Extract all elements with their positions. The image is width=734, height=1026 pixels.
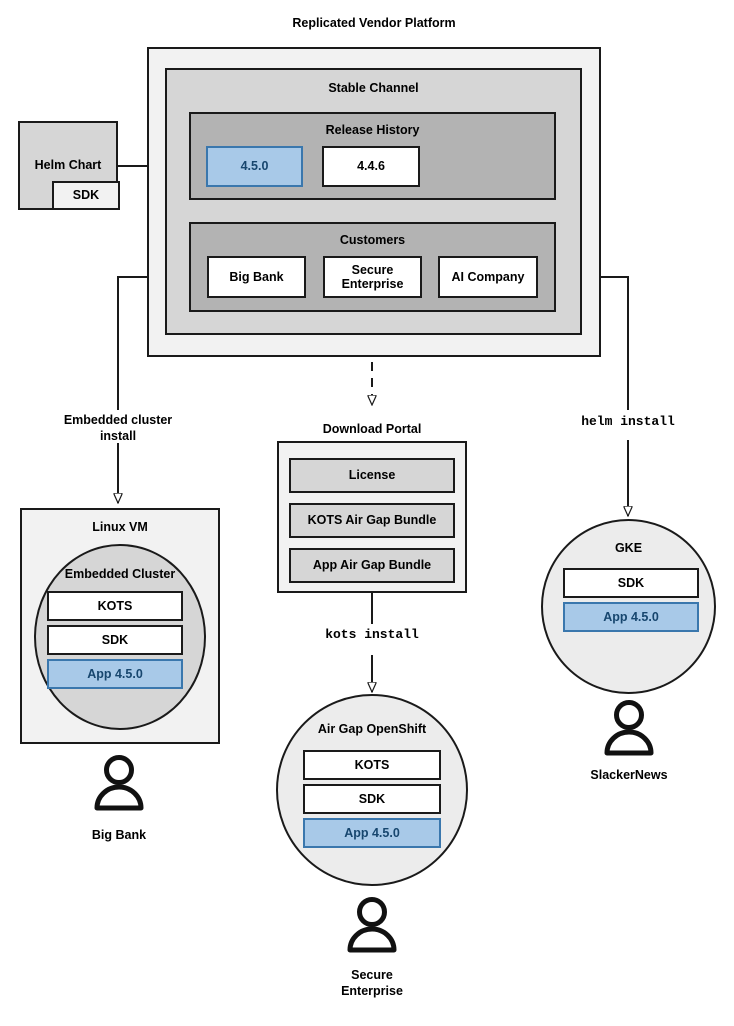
linux-vm-component-kots[interactable]: KOTS — [47, 591, 183, 621]
artifact-kots-air-gap-bundle[interactable]: KOTS Air Gap Bundle — [289, 503, 455, 538]
customer-big-bank[interactable]: Big Bank — [207, 256, 306, 298]
artifact-license[interactable]: License — [289, 458, 455, 493]
customers-label: Customers — [339, 233, 406, 247]
gke-component-sdk[interactable]: SDK — [563, 568, 699, 598]
edge-label-kots-install: kots install — [325, 627, 419, 642]
embedded-cluster-label: Embedded Cluster — [64, 567, 176, 581]
openshift-component-app[interactable]: App 4.5.0 — [303, 818, 441, 848]
download-portal-title: Download Portal — [322, 422, 422, 436]
gke-component-app[interactable]: App 4.5.0 — [563, 602, 699, 632]
actor-label-slackernews: SlackerNews — [590, 768, 668, 782]
openshift-component-kots[interactable]: KOTS — [303, 750, 441, 780]
customer-ai-company[interactable]: AI Company — [438, 256, 538, 298]
edge-label-embedded-cluster-install: Embedded cluster install — [63, 413, 173, 443]
person-icon-secure-enterprise — [347, 897, 397, 953]
edge-label-helm-install: helm install — [581, 414, 675, 429]
linux-vm-component-app[interactable]: App 4.5.0 — [47, 659, 183, 689]
air-gap-openshift-label: Air Gap OpenShift — [317, 722, 427, 736]
openshift-component-sdk[interactable]: SDK — [303, 784, 441, 814]
linux-vm-component-sdk[interactable]: SDK — [47, 625, 183, 655]
person-icon-slackernews — [604, 700, 654, 756]
actor-label-secure-enterprise: Secure Enterprise — [341, 968, 403, 998]
linux-vm-label: Linux VM — [92, 520, 148, 534]
artifact-app-air-gap-bundle[interactable]: App Air Gap Bundle — [289, 548, 455, 583]
person-icon-big-bank — [94, 755, 144, 811]
gke-label: GKE — [614, 541, 643, 555]
stable-channel-label: Stable Channel — [328, 81, 419, 95]
page-title: Replicated Vendor Platform — [292, 16, 456, 30]
helm-chart-sdk-box[interactable]: SDK — [52, 181, 120, 210]
release-history-label: Release History — [325, 123, 420, 137]
release-4-4-6[interactable]: 4.4.6 — [322, 146, 420, 187]
release-4-5-0[interactable]: 4.5.0 — [206, 146, 303, 187]
customer-secure-enterprise[interactable]: Secure Enterprise — [323, 256, 422, 298]
actor-label-big-bank: Big Bank — [91, 828, 147, 842]
helm-chart-label: Helm Chart — [34, 158, 102, 173]
